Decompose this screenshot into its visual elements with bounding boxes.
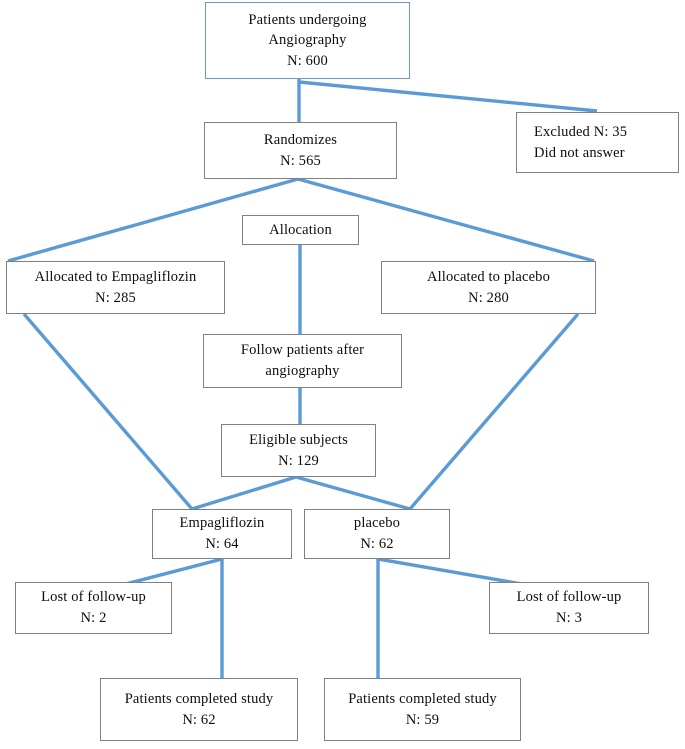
edge-eligible-to-placebo-arm xyxy=(295,475,411,511)
randomizes-box: Randomizes N: 565 xyxy=(204,122,397,179)
node-text-line: N: 280 xyxy=(468,289,509,306)
node-text-line: Did not answer xyxy=(534,144,625,161)
node-text-line: N: 3 xyxy=(556,610,582,626)
allocation-label-box: Allocation xyxy=(242,215,359,245)
patients-completed-study-placebo-box: Patients completed study N: 59 xyxy=(324,678,521,741)
node-text-line: N: 600 xyxy=(287,52,328,69)
allocated-to-empagliflozin-box: Allocated to Empagliflozin N: 285 xyxy=(6,261,225,314)
placebo-arm-box: placebo N: 62 xyxy=(304,509,450,559)
allocated-to-placebo-box: Allocated to placebo N: 280 xyxy=(381,261,596,314)
node-text-line: Allocated to Empagliflozin xyxy=(34,268,197,285)
node-text-line: Patients completed study xyxy=(348,690,497,707)
node-text-line: Excluded N: 35 xyxy=(534,123,628,140)
node-text-line: Angiography xyxy=(268,32,347,49)
node-text-line: N: 565 xyxy=(280,152,321,169)
lost-of-follow-up-placebo-box: Lost of follow-up N: 3 xyxy=(489,582,649,634)
empagliflozin-arm-box: Empagliflozin N: 64 xyxy=(152,509,292,559)
node-text-line: Empagliflozin xyxy=(179,515,265,532)
node-text-line: Lost of follow-up xyxy=(41,589,146,606)
node-text-line: N: 64 xyxy=(205,536,239,552)
node-text-line: Allocation xyxy=(269,221,332,238)
node-text-line: Randomizes xyxy=(263,131,338,148)
node-text-line: N: 2 xyxy=(80,610,107,626)
node-text-line: Follow patients after xyxy=(240,342,365,359)
patients-completed-study-empagliflozin-box: Patients completed study N: 62 xyxy=(100,678,298,741)
lost-of-follow-up-empagliflozin-box: Lost of follow-up N: 2 xyxy=(15,582,172,634)
node-text-line: Lost of follow-up xyxy=(516,589,622,606)
node-text-line: Eligible subjects xyxy=(249,431,348,448)
eligible-subjects-box: Eligible subjects N: 129 xyxy=(221,424,376,477)
node-text-line: N: 129 xyxy=(278,452,319,469)
excluded-box: Excluded N: 35 Did not answer xyxy=(516,112,679,173)
node-text-line: angiography xyxy=(265,363,340,379)
node-text-line: N: 59 xyxy=(405,711,440,728)
node-text-line: Allocated to placebo xyxy=(427,268,550,285)
follow-patients-after-angiography-box: Follow patients after angiography xyxy=(203,334,402,388)
edge-eligible-to-empagliflozin-arm xyxy=(191,475,297,511)
edge-allocated-placebo-to-placebo-arm xyxy=(408,312,580,511)
node-text-line: N: 285 xyxy=(95,289,136,306)
edge-allocated-empagliflozin-to-empagliflozin-arm xyxy=(22,312,194,511)
edge-enrollment-to-excluded xyxy=(298,80,598,113)
node-text-line: placebo xyxy=(353,515,401,532)
node-text-line: N: 62 xyxy=(182,711,216,728)
node-text-line: Patients undergoing xyxy=(248,11,367,28)
node-text-line: Patients completed study xyxy=(124,690,274,707)
node-text-line: N: 62 xyxy=(360,536,394,552)
